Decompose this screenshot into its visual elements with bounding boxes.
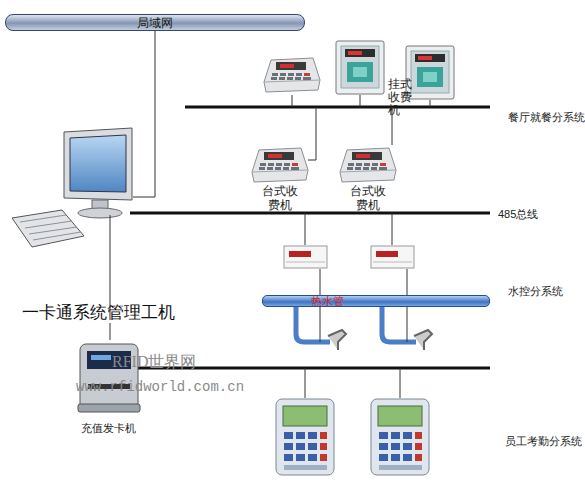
node-text: 台式收费机 — [349, 184, 387, 212]
node-text: 一卡通系统管理工机 — [22, 303, 185, 323]
wall-terminal-label: 挂式收费机 — [388, 78, 416, 120]
watermark: RFID世界网 — [112, 352, 196, 373]
pipe-branch — [382, 306, 416, 342]
monitor-base — [78, 208, 122, 218]
node-text: 挂式收费机 — [388, 78, 414, 117]
attendance-terminal — [371, 399, 429, 475]
desk-terminal — [264, 58, 320, 92]
watermark: www.rfidworld.com.cn — [76, 379, 244, 395]
faucet — [414, 330, 432, 350]
bus-drop — [305, 368, 400, 398]
desk-terminal — [340, 148, 396, 182]
issuer-base — [78, 404, 140, 412]
desk-terminal-label: 台式收费机 — [250, 140, 310, 212]
connector-line — [110, 323, 111, 340]
wall-terminal — [406, 46, 454, 99]
restaurant-bus — [185, 106, 490, 109]
pipe-branch — [296, 306, 330, 342]
node-text: 局域网 — [137, 16, 173, 30]
lan-wire — [133, 125, 155, 197]
wall-terminal — [336, 41, 384, 94]
subsystem-name: 水控分系统 — [508, 284, 563, 299]
keyboard-keys — [20, 215, 81, 240]
water-controller — [284, 246, 327, 268]
rs485-bus — [130, 212, 490, 215]
node-text: 充值发卡机 — [81, 422, 136, 435]
monitor-screen — [70, 135, 126, 192]
connector-line — [155, 31, 156, 125]
node-text: 台式收费机 — [261, 184, 299, 212]
subsystem-name: 员工考勤分系统 — [505, 434, 582, 449]
desk-terminal — [252, 148, 308, 182]
keyboard — [12, 210, 84, 247]
hot-water-pipe: 热水管 — [262, 295, 490, 307]
issuer-logo — [91, 355, 111, 360]
bus-name: 485总线 — [498, 207, 538, 222]
bus-drop — [308, 107, 392, 160]
management-computer: 一卡通系统管理工机 — [10, 125, 185, 323]
subsystem-name: 餐厅就餐分系统 — [508, 110, 585, 125]
desk-terminal-label: 台式收费机 — [338, 140, 398, 212]
lan-pipe: 局域网 — [5, 14, 305, 31]
bus-drop — [305, 213, 392, 245]
node-text: 热水管 — [311, 296, 344, 307]
monitor-bezel — [64, 128, 132, 200]
faucet — [328, 330, 346, 350]
attendance-terminal — [276, 399, 334, 475]
water-controller — [371, 246, 414, 268]
